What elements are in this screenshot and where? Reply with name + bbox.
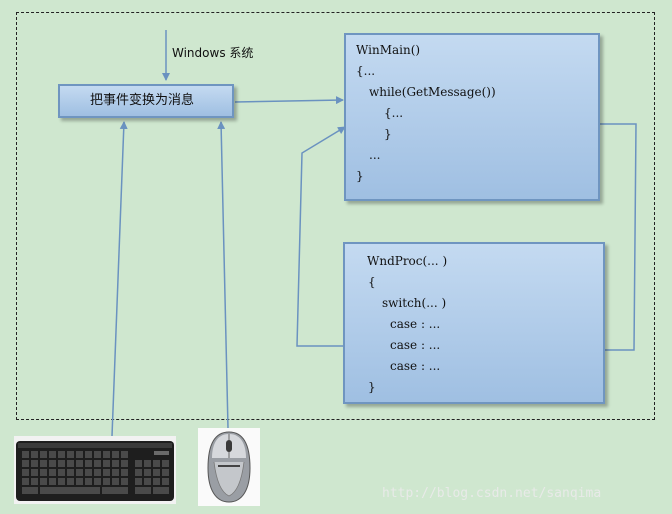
winmain-line: ... (369, 148, 381, 162)
winmain-line: } (356, 169, 364, 183)
winmain-line: } (384, 127, 392, 141)
mouse-icon (198, 428, 260, 506)
keyboard-icon (14, 436, 176, 504)
arrow-keyboard-to-convert (111, 121, 128, 437)
winmain-line: WinMain() (356, 43, 421, 57)
wndproc-line: switch(... ) (382, 296, 447, 310)
wndproc-line: case : ... (390, 317, 441, 331)
convert-events-label: 把事件变换为消息 (90, 93, 195, 108)
winmain-line: while(GetMessage()) (369, 85, 496, 99)
convert-events-box: 把事件变换为消息 (58, 84, 234, 118)
system-boundary (16, 12, 655, 420)
winmain-line: {... (384, 106, 404, 120)
winmain-line: {... (356, 64, 376, 78)
wndproc-line: case : ... (390, 338, 441, 352)
watermark: http://blog.csdn.net/sanqima (382, 486, 602, 501)
windows-system-label: Windows 系统 (172, 46, 254, 60)
wndproc-line: } (368, 380, 376, 394)
wndproc-box: WndProc(... ) { switch(... ) case : ... … (343, 242, 605, 404)
winmain-box: WinMain() {... while(GetMessage()) {... … (344, 33, 600, 201)
arrow-mouse-to-convert (217, 121, 229, 429)
wndproc-line: case : ... (390, 359, 441, 373)
arrow-convert-to-winmain (234, 96, 344, 105)
wndproc-line: { (368, 275, 376, 289)
wndproc-line: WndProc(... ) (367, 254, 448, 268)
arrow-return-to-winmain (296, 126, 366, 347)
